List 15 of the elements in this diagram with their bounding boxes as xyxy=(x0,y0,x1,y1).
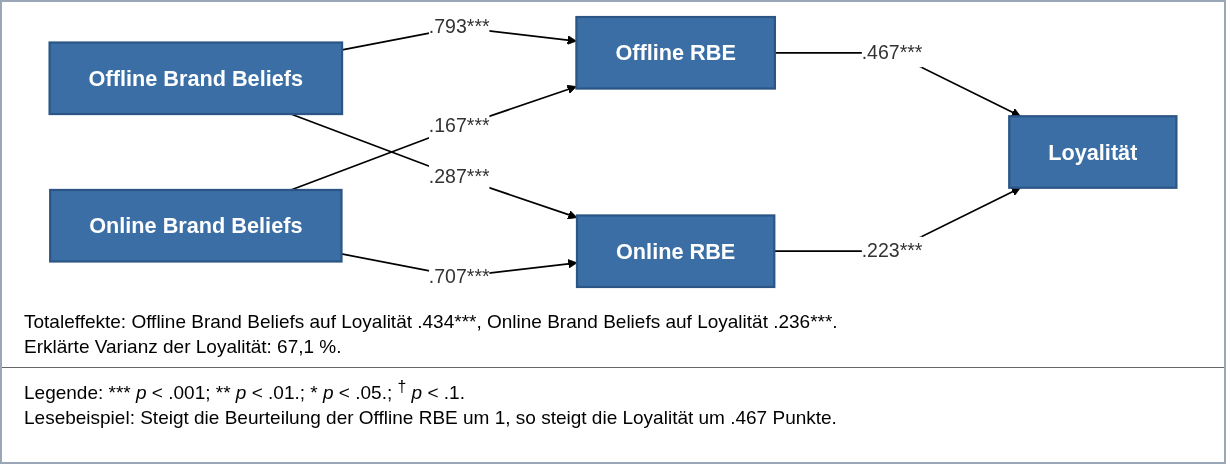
node-box: Loyalität xyxy=(1008,115,1178,189)
edge-label: .167*** xyxy=(428,115,490,137)
edge-label: .707*** xyxy=(428,265,490,287)
note-text: Lesebeispiel: Steigt die Beurteilung der Offline RBE um 1, so steigt die Loyalität um .467 Punkte. xyxy=(24,406,838,431)
node-box: Online Brand Beliefs xyxy=(49,188,343,263)
node-box: Offline Brand Beliefs xyxy=(48,41,344,116)
note-text: Legende: *** p < .001; ** p < .01.; *p < .05.; $^{†}$ p < .1. xyxy=(24,377,466,406)
note-text: Erklärte Varianz der Loyalität: 67,1 %. xyxy=(24,335,343,359)
note-text: Totaleffekte: Offline Brand Beliefs auf Loyalität .434***, Online Brand Beliefs auf Loyalität .236***. xyxy=(24,310,839,334)
edge-label: .223*** xyxy=(861,239,923,262)
node-box: Online RBE xyxy=(575,214,776,289)
edge-label: .793*** xyxy=(428,15,490,38)
node-box: Offline RBE xyxy=(575,15,776,90)
edge-label: .467*** xyxy=(861,41,923,64)
edge-label: .287*** xyxy=(428,166,490,188)
